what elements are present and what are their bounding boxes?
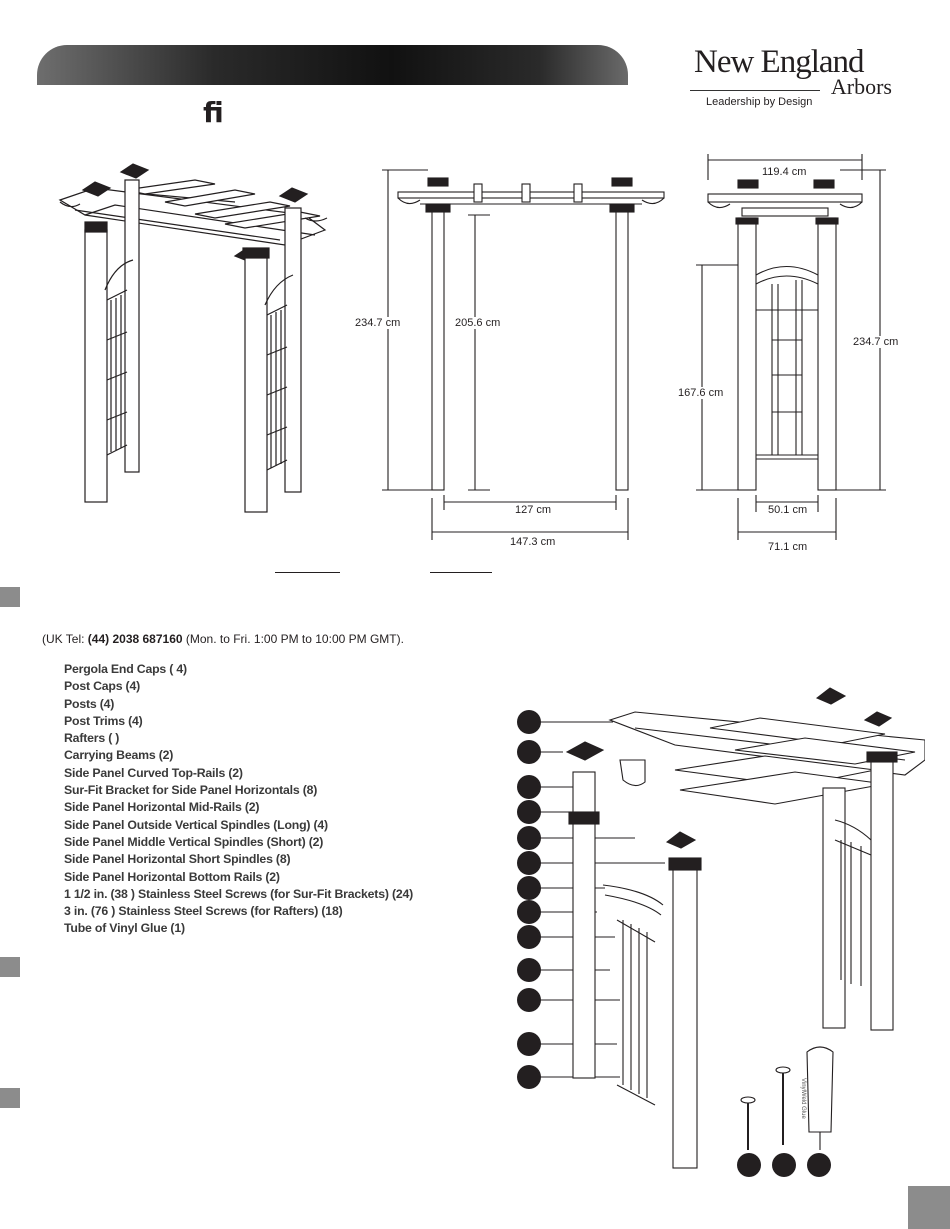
dim-side-top-width: 119.4 cm — [760, 166, 809, 178]
header-bar — [37, 45, 628, 85]
arbor-front-elevation — [382, 169, 665, 540]
parts-list-item: Sur-Fit Bracket for Side Panel Horizonta… — [64, 783, 318, 798]
parts-list-item: Side Panel Outside Vertical Spindles (Lo… — [64, 817, 328, 832]
parts-list-item: Tube of Vinyl Glue (1) — [64, 921, 185, 936]
section-marker — [0, 1088, 20, 1108]
parts-list-item: Side Panel Horizontal Mid-Rails (2) — [64, 800, 260, 815]
page-corner-marker — [908, 1186, 950, 1229]
logo-sub: Arbors — [830, 74, 892, 99]
dim-front-total-height: 234.7 cm — [355, 317, 401, 329]
parts-list-item: Pergola End Caps ( 4) — [64, 662, 187, 676]
callout-circle — [807, 1153, 831, 1177]
parts-list-item: Side Panel Horizontal Short Spindles (8) — [64, 852, 291, 867]
logo-underline — [690, 90, 820, 91]
parts-list-item: Post Caps (4) — [64, 679, 140, 694]
callout-circle — [517, 900, 541, 924]
parts-list-item: Side Panel Middle Vertical Spindles (Sho… — [64, 834, 324, 849]
glue-tube-label: VinylWeld Glue — [800, 1078, 806, 1119]
callout-circle — [517, 1032, 541, 1056]
dim-side-total-height: 234.7 cm — [853, 336, 899, 348]
contact-number: (44) 2038 687160 — [87, 632, 183, 646]
dim-front-inner-width: 127 cm — [515, 504, 552, 516]
callout-circle — [517, 1065, 541, 1089]
dim-side-panel-height: 167.6 cm — [678, 387, 724, 399]
callout-circle — [772, 1153, 796, 1177]
dim-front-inner-height: 205.6 cm — [455, 317, 501, 329]
callout-circle — [737, 1153, 761, 1177]
parts-list: Pergola End Caps ( 4) Post Caps (4) Post… — [64, 661, 413, 938]
callout-circle — [517, 925, 541, 949]
parts-list-item: Side Panel Horizontal Bottom Rails (2) — [64, 869, 280, 884]
callout-circle — [517, 876, 541, 900]
callout-circle — [517, 988, 541, 1012]
dim-side-outer-width: 71.1 cm — [768, 541, 808, 553]
callout-circle — [517, 958, 541, 982]
contact-prefix: (UK Tel: — [42, 632, 88, 646]
blank-underline — [275, 572, 340, 573]
parts-list-item: 1 1/2 in. (38 ) Stainless Steel Screws (… — [64, 886, 414, 901]
parts-list-item: Post Trims (4) — [64, 713, 143, 728]
callout-circle — [517, 800, 541, 824]
blank-underline — [430, 572, 492, 573]
callout-circle — [517, 826, 541, 850]
callout-circle — [517, 775, 541, 799]
parts-list-item: Side Panel Curved Top-Rails (2) — [64, 765, 243, 780]
parts-list-item: Carrying Beams (2) — [64, 748, 174, 763]
callout-circle — [517, 740, 541, 764]
arbor-side-elevation — [696, 154, 886, 540]
arbor-perspective-drawing — [58, 163, 328, 513]
section-marker — [0, 587, 20, 607]
parts-list-item: 3 in. (76 ) Stainless Steel Screws (for … — [64, 904, 343, 919]
brand-logo: New England Arbors Leadership by Design — [690, 44, 900, 114]
callout-circle — [517, 851, 541, 875]
section-marker — [0, 957, 20, 977]
dim-front-outer-width: 147.3 cm — [510, 536, 556, 548]
logo-tagline: Leadership by Design — [706, 96, 813, 108]
logo-brand: New England — [694, 44, 865, 80]
header-glyph: ﬁ — [203, 96, 224, 129]
callout-circle — [517, 710, 541, 734]
parts-list-item: Rafters ( ) — [64, 731, 120, 746]
exploded-parts-diagram — [535, 687, 925, 1169]
contact-suffix: (Mon. to Fri. 1:00 PM to 10:00 PM GMT). — [182, 632, 404, 646]
dim-side-inner-width: 50.1 cm — [768, 504, 808, 516]
parts-list-item: Posts (4) — [64, 696, 115, 711]
contact-line: (UK Tel: (44) 2038 687160 (Mon. to Fri. … — [42, 632, 404, 646]
